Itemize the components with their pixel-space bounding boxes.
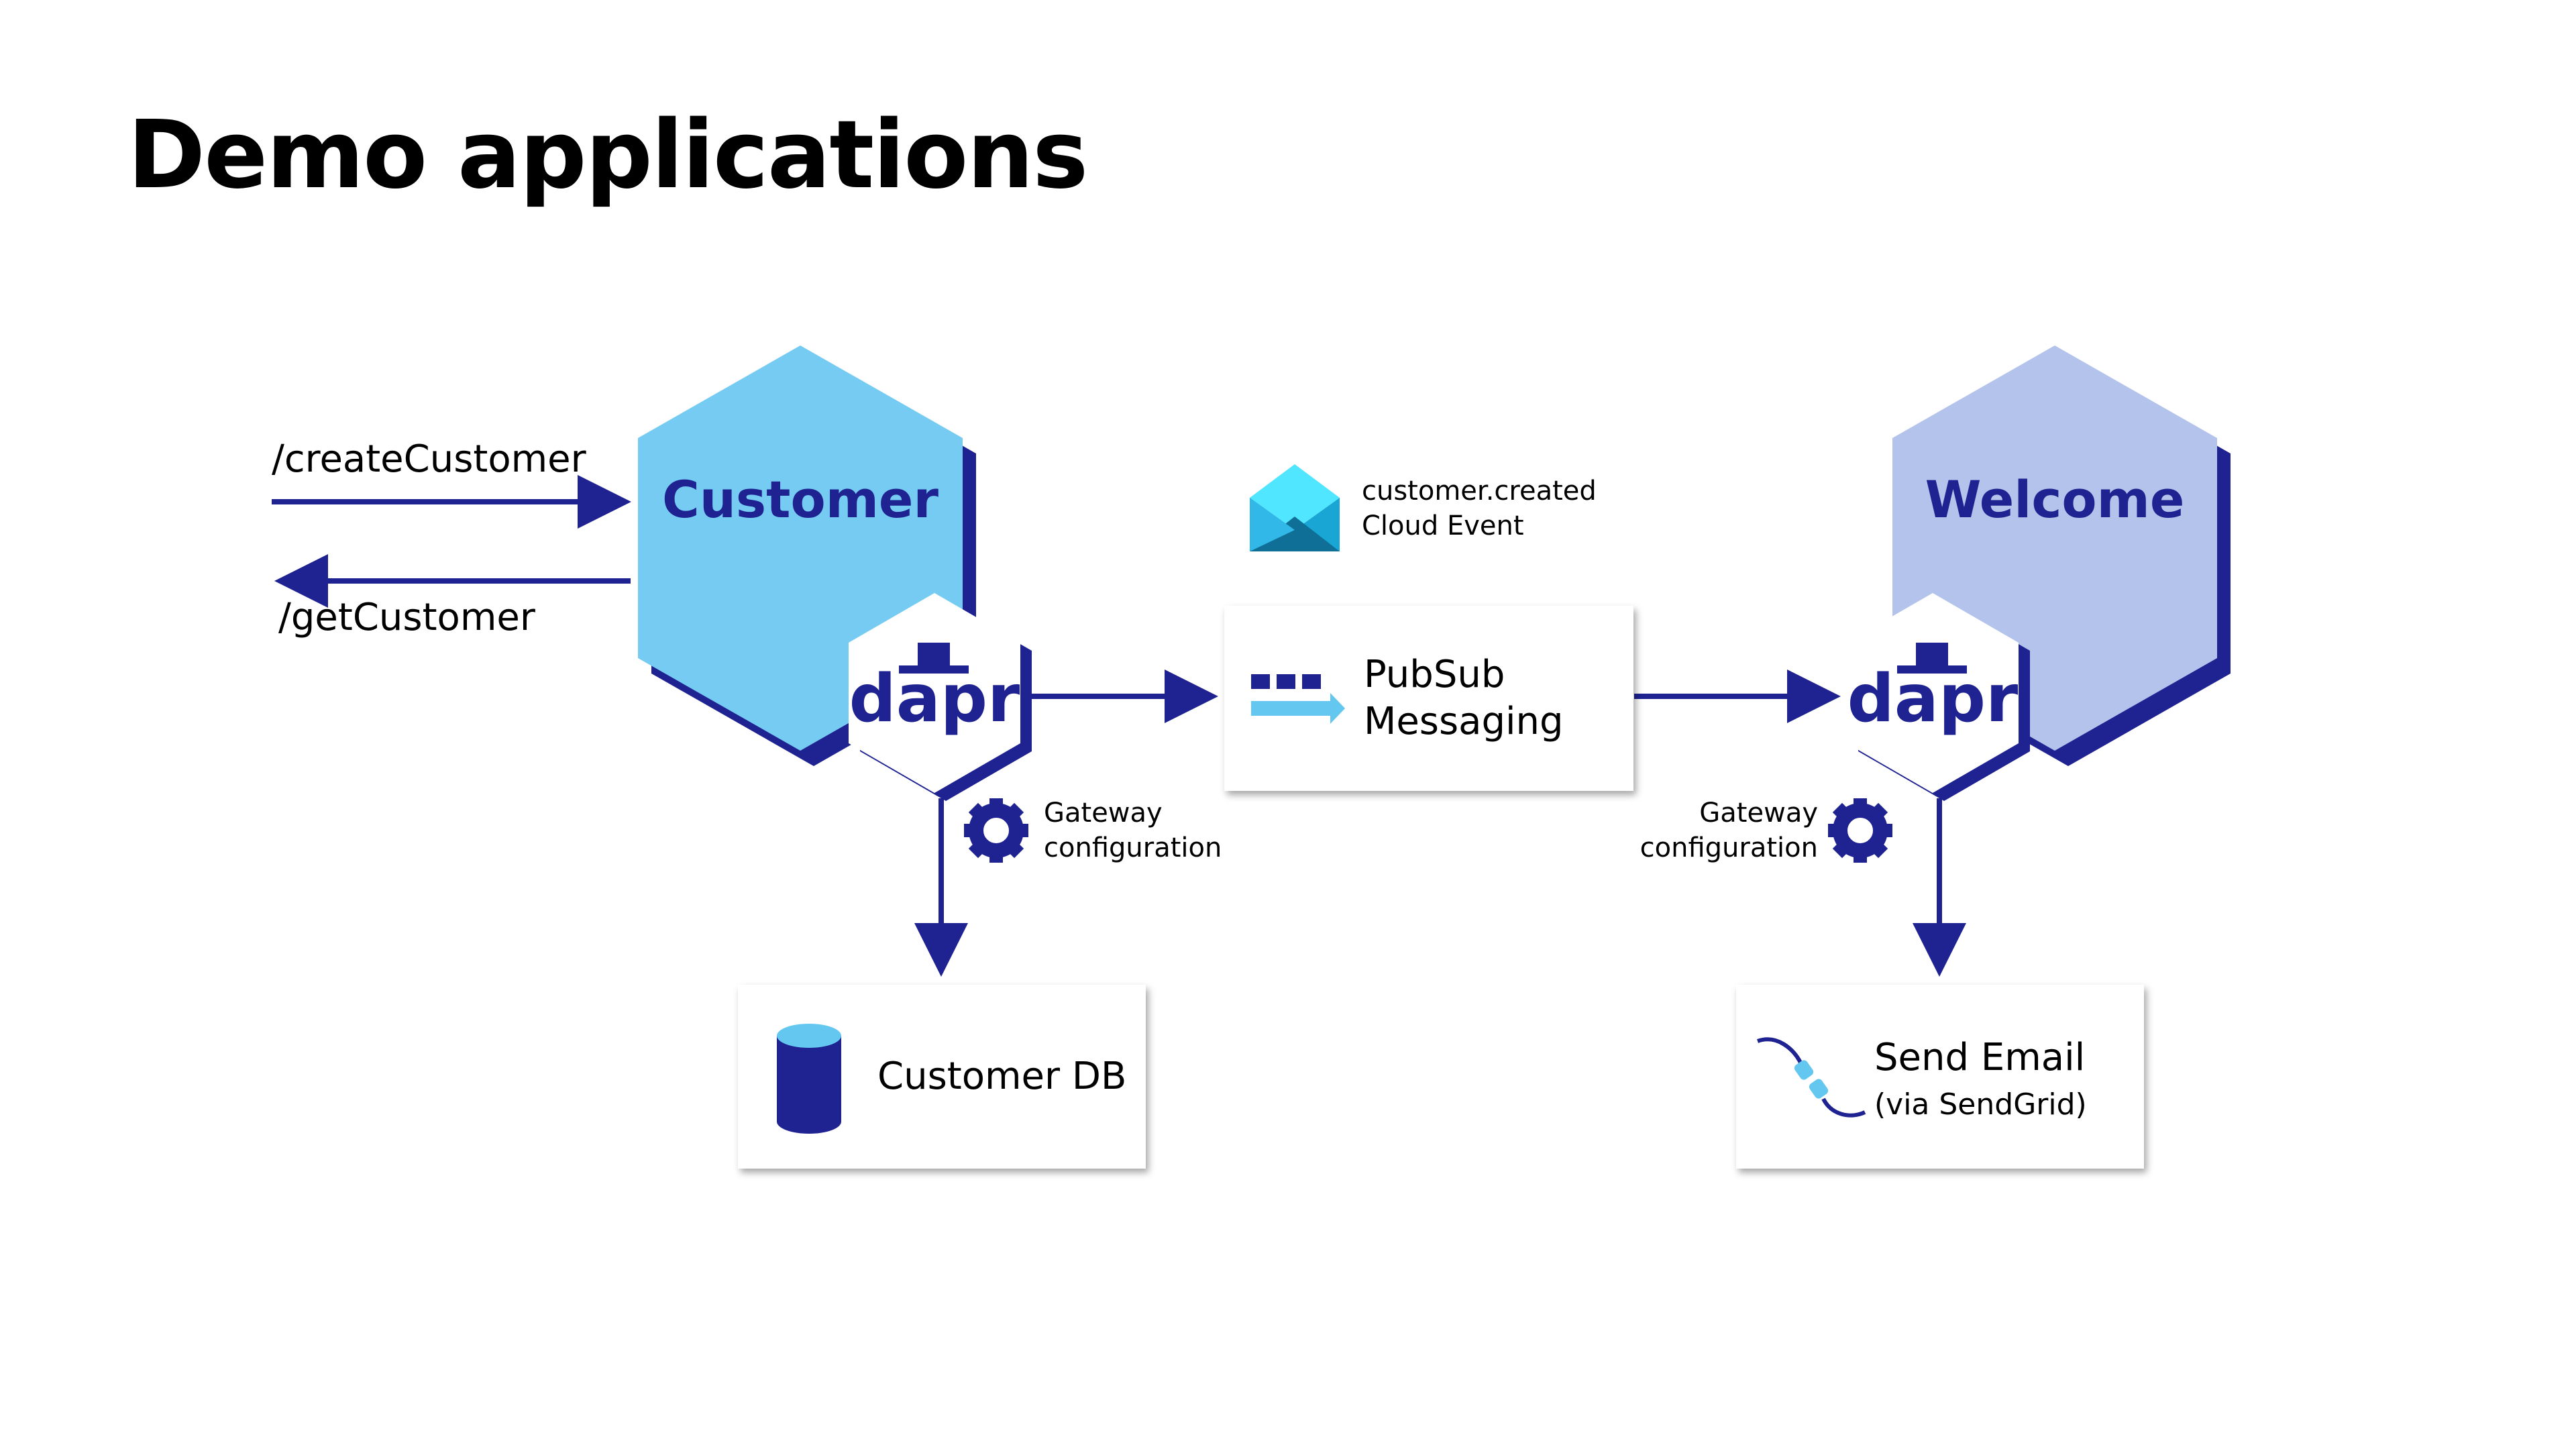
welcome-dapr-label: dapr bbox=[1847, 661, 2019, 737]
welcome-gateway-config: Gateway configuration bbox=[1597, 796, 1818, 865]
get-customer-route: /getCustomer bbox=[278, 596, 535, 639]
gear-icon bbox=[1828, 798, 1892, 863]
send-email-box: Send Email (via SendGrid) bbox=[1736, 985, 2144, 1169]
event-label: customer.created Cloud Event bbox=[1362, 474, 1597, 543]
pubsub-label: PubSub Messaging bbox=[1364, 651, 1564, 745]
pubsub-box: PubSub Messaging bbox=[1224, 606, 1633, 791]
create-customer-route: /createCustomer bbox=[272, 437, 586, 481]
gateway-line1: Gateway bbox=[1044, 798, 1163, 828]
customer-service-name: Customer bbox=[662, 470, 938, 529]
envelope-icon bbox=[1250, 464, 1340, 551]
customer-db-box: Customer DB bbox=[738, 985, 1146, 1169]
pubsub-line1: PubSub bbox=[1364, 653, 1505, 696]
send-email-label: Send Email (via SendGrid) bbox=[1874, 1034, 2087, 1128]
dapr-hat-icon bbox=[1897, 643, 1967, 674]
gateway-line2: configuration bbox=[1640, 833, 1818, 863]
welcome-dapr-sidecar: dapr bbox=[1847, 593, 2030, 801]
pubsub-line2: Messaging bbox=[1364, 700, 1564, 743]
database-icon bbox=[777, 1024, 841, 1134]
send-email-line1: Send Email bbox=[1874, 1036, 2086, 1079]
gateway-line2: configuration bbox=[1044, 833, 1222, 863]
customer-db-label: Customer DB bbox=[877, 1055, 1127, 1098]
welcome-service-name: Welcome bbox=[1925, 470, 2185, 529]
customer-dapr-sidecar: dapr bbox=[849, 593, 1032, 801]
queue-icon bbox=[1251, 674, 1345, 724]
gear-icon bbox=[964, 798, 1028, 863]
event-type: Cloud Event bbox=[1362, 511, 1524, 541]
send-email-line2: (via SendGrid) bbox=[1874, 1087, 2087, 1122]
customer-gateway-config: Gateway configuration bbox=[1044, 796, 1222, 865]
dapr-hat-icon bbox=[899, 643, 969, 674]
plug-icon bbox=[1756, 1037, 1866, 1118]
customer-dapr-label: dapr bbox=[849, 661, 1020, 737]
page-title: Demo applications bbox=[127, 101, 1088, 210]
gateway-line1: Gateway bbox=[1699, 798, 1818, 828]
event-name: customer.created bbox=[1362, 476, 1597, 506]
